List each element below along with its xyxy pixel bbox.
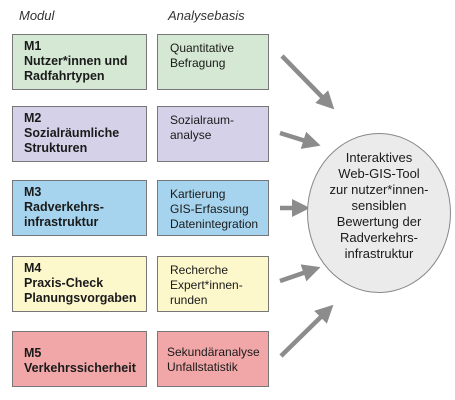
module-title: Nutzer*innen und Radfahrtypen (24, 54, 128, 83)
module-title: Radverkehrs- infrastruktur (24, 200, 104, 229)
arrow-m4 (279, 264, 321, 284)
module-number: M3 (24, 185, 42, 199)
module-box-m3: M3 Radverkehrs- infrastruktur (12, 180, 147, 236)
target-ellipse (307, 133, 451, 293)
basis-box-m2: Sozialraum- analyse (157, 106, 269, 162)
basis-box-m5: Sekundäranalyse Unfallstatistik (157, 331, 269, 387)
module-number: M1 (24, 39, 42, 53)
module-box-m4: M4 Praxis-Check Planungsvorgaben (12, 256, 147, 312)
module-box-m1: M1 Nutzer*innen und Radfahrtypen (12, 34, 147, 90)
basis-box-m1: Quantitative Befragung (157, 34, 269, 90)
basis-box-m4: Recherche Expert*innen- runden (157, 256, 269, 312)
module-title: Sozialräumliche Strukturen (24, 126, 120, 155)
module-number: M2 (24, 111, 42, 125)
module-number: M4 (24, 261, 42, 275)
basis-box-m3: Kartierung GIS-Erfassung Datenintegratio… (157, 180, 269, 236)
header-modul: Modul (19, 8, 55, 23)
target-text: Interaktives Web-GIS-Tool zur nutzer*inn… (329, 150, 429, 261)
module-title: Verkehrssicherheit (24, 361, 136, 375)
arrow-m5 (279, 304, 334, 358)
arrow-m2 (279, 130, 321, 149)
arrow-m1 (280, 54, 335, 110)
module-title: Praxis-Check Planungsvorgaben (24, 276, 137, 305)
module-box-m5: M5 Verkehrssicherheit (12, 331, 147, 387)
module-box-m2: M2 Sozialräumliche Strukturen (12, 106, 147, 162)
header-analysebasis: Analysebasis (168, 8, 245, 23)
module-number: M5 (24, 346, 42, 360)
